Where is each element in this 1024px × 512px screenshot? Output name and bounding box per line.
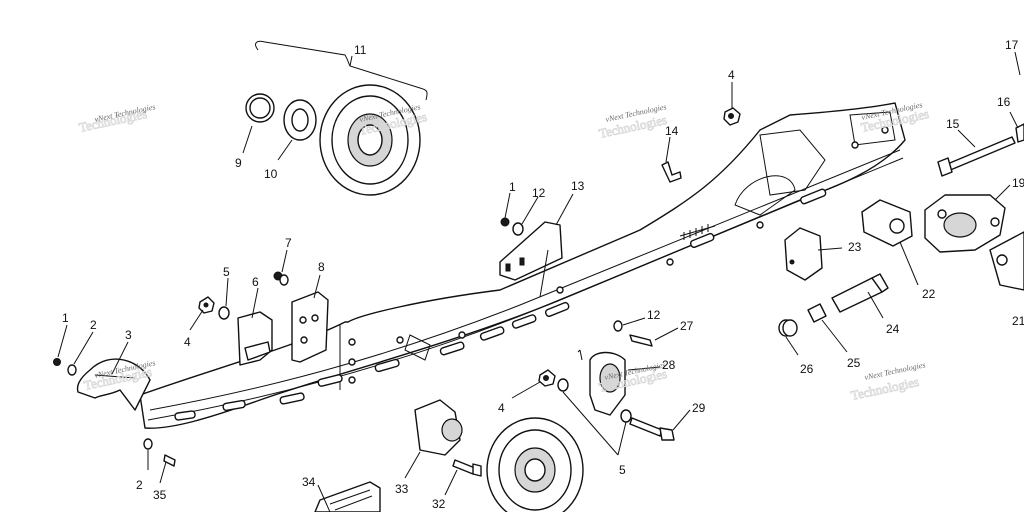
callout-22: 22: [922, 287, 936, 301]
bolt-29: [629, 417, 675, 441]
bracket-33: [414, 399, 463, 456]
washer-5-mid: [557, 378, 632, 423]
bolt-35: [163, 454, 176, 467]
callout-29: 29: [692, 401, 706, 415]
callout-26: 26: [800, 362, 814, 376]
callout-35: 35: [153, 488, 167, 502]
washer-12-upper: [512, 222, 524, 236]
callout-28: 28: [662, 358, 676, 372]
nut-25: [807, 303, 827, 323]
callout-4: 4: [728, 68, 735, 82]
callout-8: 8: [318, 260, 325, 274]
clip-6: [237, 311, 273, 366]
nut-1-left: [53, 358, 61, 366]
callout-12: 12: [532, 186, 546, 200]
idler-wheel-assembly-upper: [245, 40, 428, 196]
callout-16: 16: [997, 95, 1011, 109]
callout-21: 21: [1012, 314, 1024, 328]
bolt-27: [629, 334, 653, 347]
callout-15: 15: [946, 117, 960, 131]
callout-32: 32: [432, 497, 446, 511]
axle-bolt-15: [937, 136, 1016, 177]
leader-lines: [57, 51, 1021, 512]
bolt-32: [452, 459, 482, 477]
nut-4-upper: [723, 107, 741, 126]
tip-cap-3: [76, 358, 151, 411]
callout-5: 5: [223, 265, 230, 279]
callout-4: 4: [184, 335, 191, 349]
washer-5-left: [218, 306, 230, 320]
plate-34: [314, 481, 381, 512]
callout-6: 6: [252, 275, 259, 289]
callout-9: 9: [235, 156, 242, 170]
strap-28: [589, 351, 626, 416]
callout-19: 19: [1012, 176, 1024, 190]
callout-1: 1: [62, 311, 69, 325]
callout-3: 3: [125, 328, 132, 342]
washer-2-left: [67, 364, 77, 376]
bracket-19: [924, 194, 1024, 291]
nut-1-upper: [500, 217, 510, 227]
svg-text:Technologies: Technologies: [850, 374, 921, 403]
callout-14: 14: [665, 124, 679, 138]
washer-2-lower: [143, 438, 153, 450]
callout-24: 24: [886, 322, 900, 336]
block-23: [784, 227, 823, 281]
callout-12: 12: [647, 308, 661, 322]
bolt-14: [661, 161, 682, 183]
callout-2: 2: [136, 478, 143, 492]
nut-4-left: [198, 296, 215, 314]
callout-10: 10: [264, 167, 278, 181]
slide-rail: [139, 102, 906, 429]
callout-33: 33: [395, 482, 409, 496]
callout-labels: 11 9 10 4 14 17 16 15 19 1 12 13 7 5 6 8…: [62, 38, 1024, 511]
callout-13: 13: [571, 179, 585, 193]
callout-1: 1: [509, 180, 516, 194]
slider-block-13: [499, 221, 563, 281]
nut-4-mid: [538, 369, 556, 387]
callout-4: 4: [498, 401, 505, 415]
callout-5: 5: [619, 463, 626, 477]
callout-2: 2: [90, 318, 97, 332]
washer-12-lower: [613, 320, 623, 332]
axle-24: [831, 273, 889, 313]
nut-7: [273, 271, 289, 286]
callout-23: 23: [848, 240, 862, 254]
callout-25: 25: [847, 356, 861, 370]
callout-7: 7: [285, 236, 292, 250]
spacer-26: [778, 319, 798, 337]
callout-17: 17: [1005, 38, 1019, 52]
callout-11: 11: [354, 43, 367, 57]
plate-8: [291, 291, 329, 363]
nut-16: [1015, 123, 1024, 143]
block-22: [861, 199, 913, 247]
idler-wheel-lower: [486, 417, 584, 512]
callout-34: 34: [302, 475, 316, 489]
callout-27: 27: [680, 319, 694, 333]
